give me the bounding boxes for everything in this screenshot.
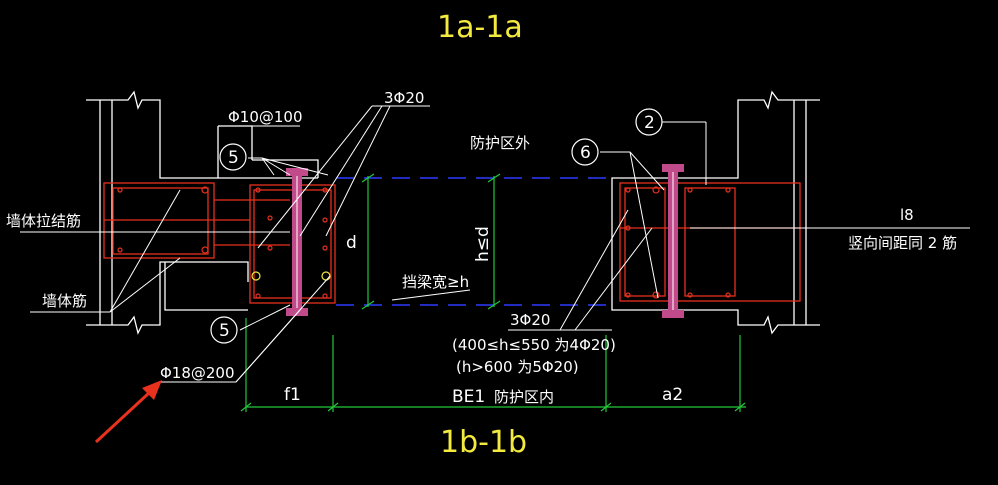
callout-circle-2 — [635, 108, 663, 136]
label-wall-tie-bar: 墙体拉结筋 — [6, 212, 81, 230]
callout-2-label: 2 — [644, 113, 655, 133]
right-embedded-plate — [662, 164, 684, 318]
red-annotation-arrow — [94, 380, 162, 444]
callout-6-label: 6 — [580, 143, 591, 163]
label-3phi20-bottom: 3Φ20 — [510, 311, 550, 329]
section-title-1b: 1b-1b — [440, 425, 527, 460]
label-inside-zone: 防护区内 — [494, 388, 554, 406]
dim-a2-label: a2 — [662, 385, 683, 405]
note-600: (h>600 为5Φ20) — [456, 358, 579, 376]
dim-f1-label: f1 — [284, 385, 301, 405]
dim-be1-label: BE1 — [452, 387, 485, 407]
note-400-550: (400≤h≤550 为4Φ20) — [452, 336, 616, 354]
right-wall-outline — [611, 90, 820, 335]
label-outside-zone: 防护区外 — [470, 134, 530, 152]
callout-circles — [210, 108, 663, 344]
leader-lines — [20, 105, 970, 383]
label-3phi20-top: 3Φ20 — [384, 89, 424, 107]
callout-5-top-label: 5 — [228, 148, 239, 168]
callout-circle-5-top — [219, 143, 247, 171]
label-vertical-spacing: 竖向间距同 2 筋 — [848, 234, 957, 252]
label-phi18: Φ18@200 — [160, 364, 235, 382]
dimension-lines — [240, 173, 746, 412]
label-wall-bar: 墙体筋 — [42, 292, 87, 310]
left-wall-outline — [86, 90, 319, 335]
beam-centerlines — [336, 177, 612, 306]
dim-h-label: h≤d — [473, 226, 493, 262]
right-bar-dots — [625, 186, 731, 299]
dim-d-label: d — [346, 233, 357, 253]
label-l8: l8 — [900, 206, 914, 224]
section-title-1a: 1a-1a — [437, 10, 523, 45]
callout-5-bottom-label: 5 — [219, 321, 230, 341]
callout-circle-5-bottom — [210, 316, 238, 344]
label-stirrup-phi10: Φ10@100 — [228, 108, 303, 126]
left-embedded-plate — [286, 168, 308, 316]
label-beam-width: 挡梁宽≥h — [402, 273, 469, 291]
callout-circle-6 — [571, 138, 599, 166]
